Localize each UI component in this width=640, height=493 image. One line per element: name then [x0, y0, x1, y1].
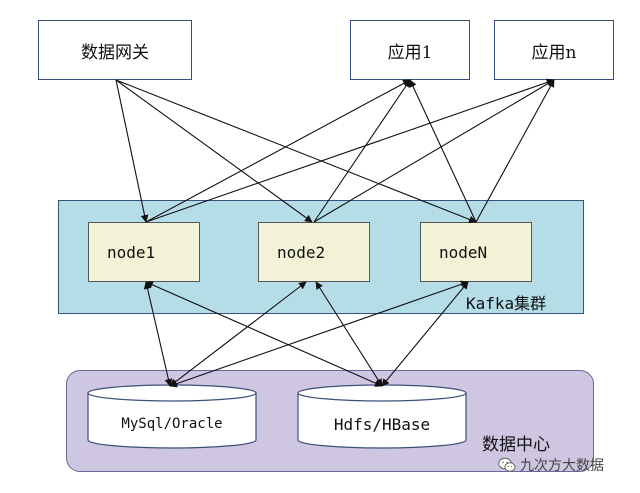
arrow-node2-appn: [313, 79, 555, 223]
gateway-box: 数据网关: [38, 20, 192, 80]
database-cylinder-2: Hdfs/HBase: [297, 384, 467, 449]
watermark: 九次方大数据: [498, 455, 604, 475]
db2-label: Hdfs/HBase: [334, 415, 430, 434]
arrow-node2-db1: [169, 281, 307, 387]
arrow-node1-db2: [145, 281, 383, 387]
db1-label: MySql/Oracle: [121, 416, 222, 432]
appn-box: 应用n: [494, 20, 614, 80]
node-n-label: nodeN: [439, 242, 488, 262]
kafka-label: Kafka集群: [466, 294, 547, 313]
arrow-node2-app1: [313, 79, 411, 223]
gateway-label: 数据网关: [81, 42, 149, 63]
arrow-noden-db1: [169, 280, 469, 388]
database-cylinder-1: MySql/Oracle: [87, 384, 257, 449]
watermark-text: 九次方大数据: [520, 458, 604, 474]
node-1-label: node1: [107, 242, 156, 262]
appn-label: 应用n: [531, 42, 577, 63]
arrow-noden-db2: [381, 281, 469, 387]
arrow-node2-db2: [315, 281, 383, 387]
arrow-node1-db1: [143, 281, 173, 387]
datacenter-label: 数据中心: [482, 435, 550, 455]
arrow-node1-appn: [145, 78, 555, 223]
arrow-gateway-node1: [115, 79, 149, 223]
node-n: nodeN: [420, 222, 532, 282]
arrow-node1-app1: [145, 79, 411, 223]
wechat-icon: [498, 457, 516, 472]
arrow-gateway-node2: [115, 79, 313, 223]
node-2-label: node2: [277, 242, 326, 262]
node-2: node2: [258, 222, 370, 282]
arrow-noden-app1: [409, 79, 477, 223]
app1-label: 应用1: [387, 42, 433, 63]
arrow-gateway-noden: [115, 79, 477, 224]
arrow-noden-appn: [475, 79, 555, 223]
